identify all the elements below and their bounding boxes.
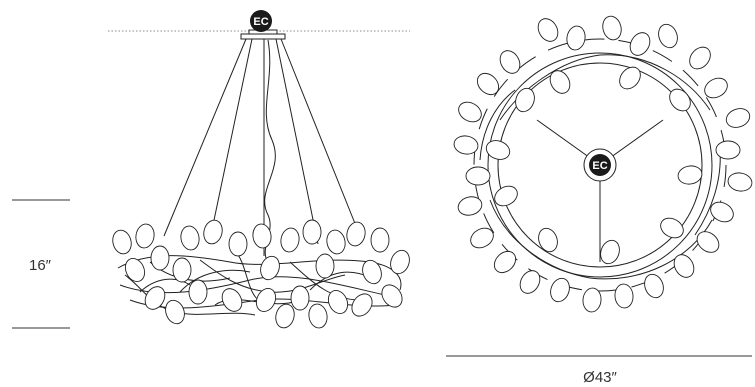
suspension-cables — [163, 38, 361, 256]
ec-badge-top-label: EC — [592, 160, 607, 172]
side-elevation-view: EC — [12, 10, 410, 329]
ec-badge-side-label: EC — [253, 16, 268, 28]
ec-badge-top: EC — [583, 148, 617, 182]
top-plan-view: EC — [446, 15, 753, 386]
ceiling-canopy — [240, 33, 286, 40]
diameter-dimension: Ø43″ — [446, 355, 752, 386]
bulbs-side — [112, 219, 410, 329]
diameter-dim-label: Ø43″ — [583, 369, 617, 386]
height-dimension: 16″ — [12, 199, 70, 329]
bulbs-top — [453, 15, 753, 313]
ec-badge-side: EC — [250, 10, 272, 32]
power-cord — [264, 39, 276, 259]
height-dim-label: 16″ — [29, 257, 52, 274]
